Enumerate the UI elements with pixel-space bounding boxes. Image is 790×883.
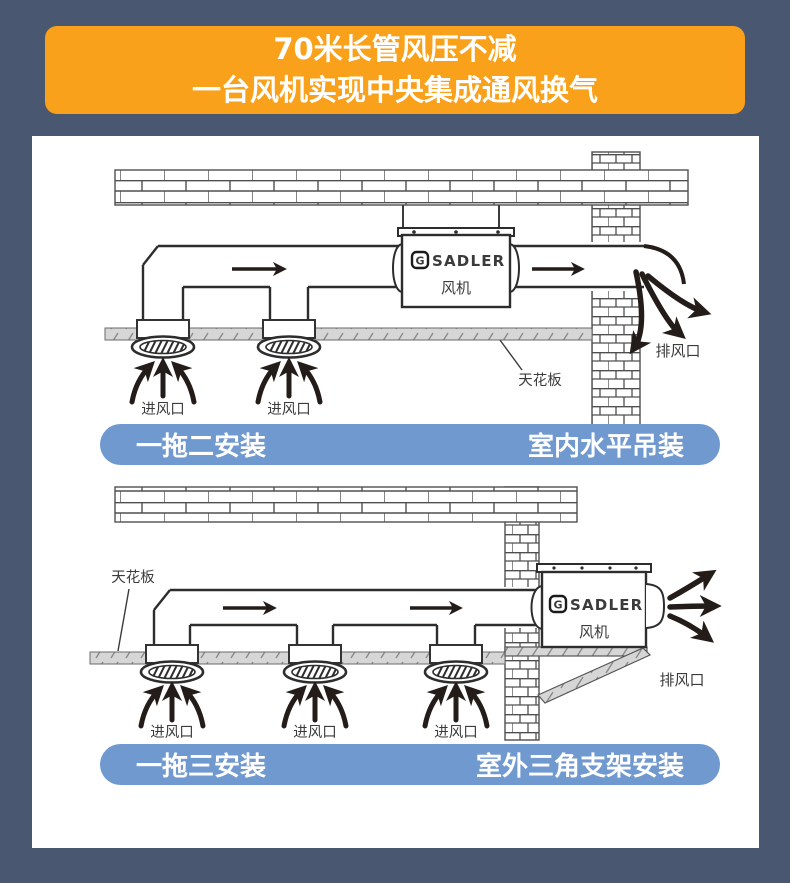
header-line1: 70米长管风压不减 xyxy=(273,32,517,67)
fan-label: 风机 xyxy=(441,279,471,297)
brick-wall xyxy=(114,486,578,523)
ceiling-diffuser xyxy=(284,645,346,683)
fan-unit: 风机 xyxy=(392,227,520,309)
ceiling-board xyxy=(104,327,593,341)
inlet-label: 进风口 xyxy=(141,401,185,418)
caption-bottom-left: 一拖三安装 xyxy=(136,752,267,782)
diagram-panel: 风机 进风口 进风口 天花板 排风口 一拖二安装 室内水平吊装 xyxy=(32,136,759,848)
outlet-collar xyxy=(645,583,666,629)
duct-collar xyxy=(530,585,543,630)
intake-arrows xyxy=(141,688,203,726)
header-line2: 一台风机实现中央集成通风换气 xyxy=(191,73,598,107)
diagram-outdoor-bracket-mount: 风机 进风口 进风口 进风口 天花板 排风口 xyxy=(89,486,722,741)
intake-arrows xyxy=(132,364,194,402)
ceiling-label: 天花板 xyxy=(111,568,155,586)
ceiling-leader-line xyxy=(499,339,523,371)
ceiling-diffuser xyxy=(141,645,203,683)
outlet-deflector-vane xyxy=(643,244,686,285)
caption-bottom-banner: 一拖三安装 室外三角支架安装 xyxy=(100,744,720,785)
brick-wall xyxy=(114,169,689,206)
caption-top-left: 一拖二安装 xyxy=(136,432,267,462)
caption-top-right: 室内水平吊装 xyxy=(527,432,684,462)
caption-top-banner: 一拖二安装 室内水平吊装 xyxy=(100,424,720,465)
intake-arrows xyxy=(258,364,320,402)
outlet-label: 排风口 xyxy=(659,671,704,689)
caption-bottom-right: 室外三角支架安装 xyxy=(475,752,684,782)
intake-arrows xyxy=(425,688,487,726)
ceiling-diffuser xyxy=(425,645,487,683)
ceiling-diffuser xyxy=(132,320,194,358)
inlet-label: 进风口 xyxy=(293,724,337,741)
duct-collar xyxy=(509,243,520,293)
outlet-label: 排风口 xyxy=(655,342,700,360)
inlet-label: 进风口 xyxy=(434,724,478,741)
fan-body xyxy=(400,233,512,309)
intake-arrows xyxy=(284,688,346,726)
ceiling-label: 天花板 xyxy=(518,371,562,389)
inlet-label: 进风口 xyxy=(267,401,311,418)
diagram-indoor-ceiling-mount: 风机 进风口 进风口 天花板 排风口 xyxy=(104,151,712,429)
ceiling-diffuser xyxy=(258,320,320,358)
exhaust-arrows xyxy=(667,569,722,643)
exhaust-arrows xyxy=(629,269,712,355)
header-banner: 70米长管风压不减 一台风机实现中央集成通风换气 xyxy=(45,26,745,114)
ceiling-leader-line xyxy=(117,588,130,652)
fan-label: 风机 xyxy=(579,623,609,641)
duct-collar xyxy=(392,243,403,293)
fan-unit: 风机 xyxy=(530,563,666,649)
inlet-label: 进风口 xyxy=(150,724,194,741)
duct xyxy=(152,588,542,652)
